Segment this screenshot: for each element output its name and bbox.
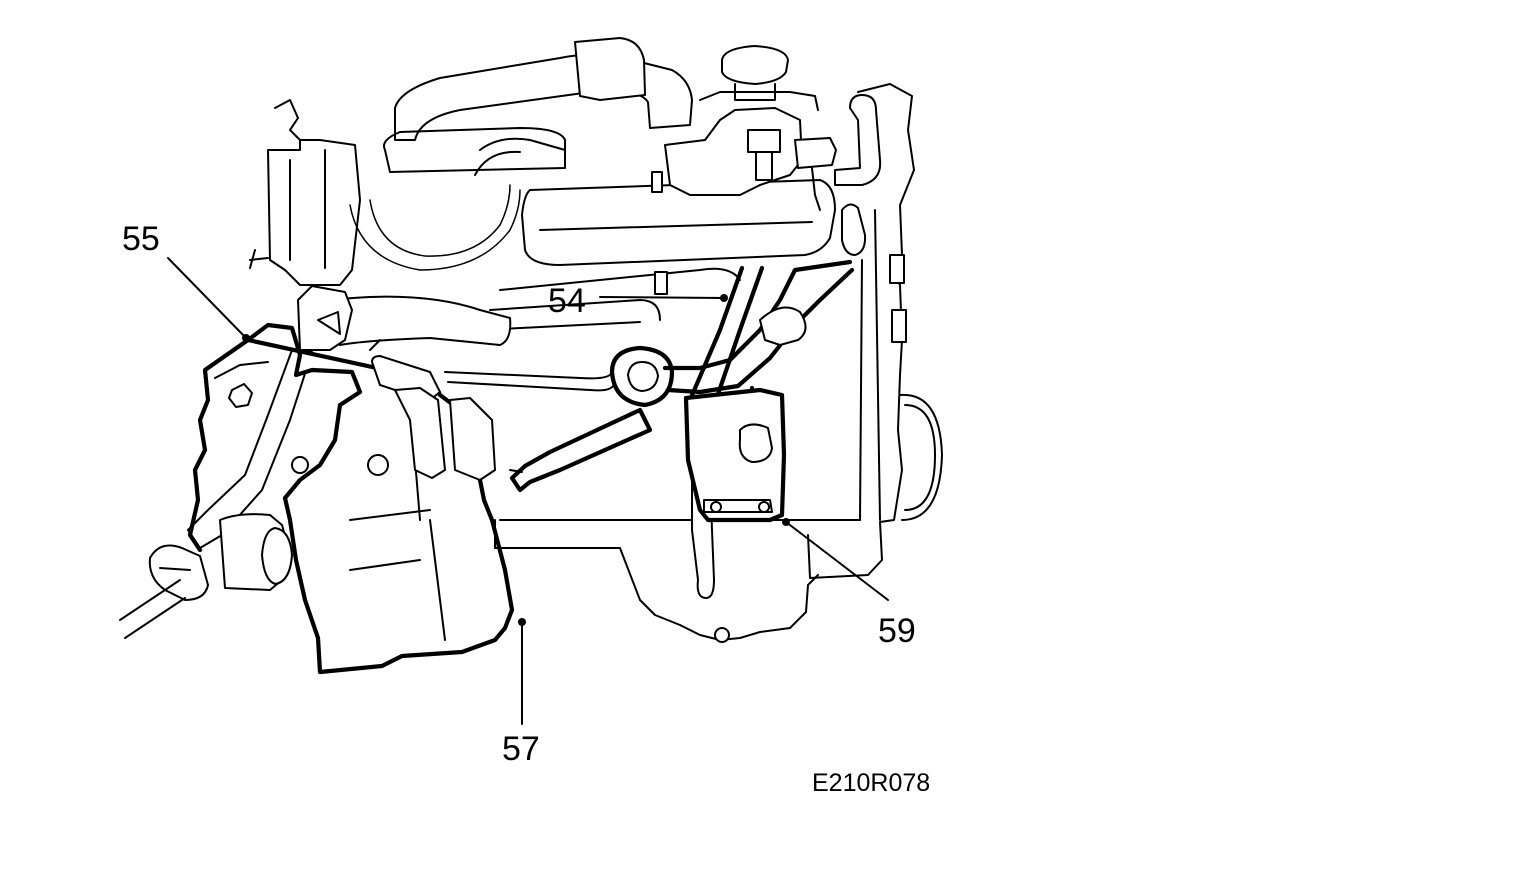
leader-54 [599,296,725,299]
engine-illustration [119,37,943,675]
leader-55 [167,257,247,339]
callout-54: 54 [548,282,586,320]
leader-59 [785,521,889,601]
leader-54-dot [720,294,728,302]
leader-55-dot [242,334,250,342]
callout-55: 55 [122,220,160,258]
leader-lines [167,257,889,725]
figure-reference-code: E210R078 [812,769,930,797]
leader-59-dot [782,518,790,526]
callout-59: 59 [878,612,916,650]
callout-57: 57 [502,730,540,768]
leader-57-dot [518,618,526,626]
callout-labels: 55 54 59 57 [122,220,916,768]
